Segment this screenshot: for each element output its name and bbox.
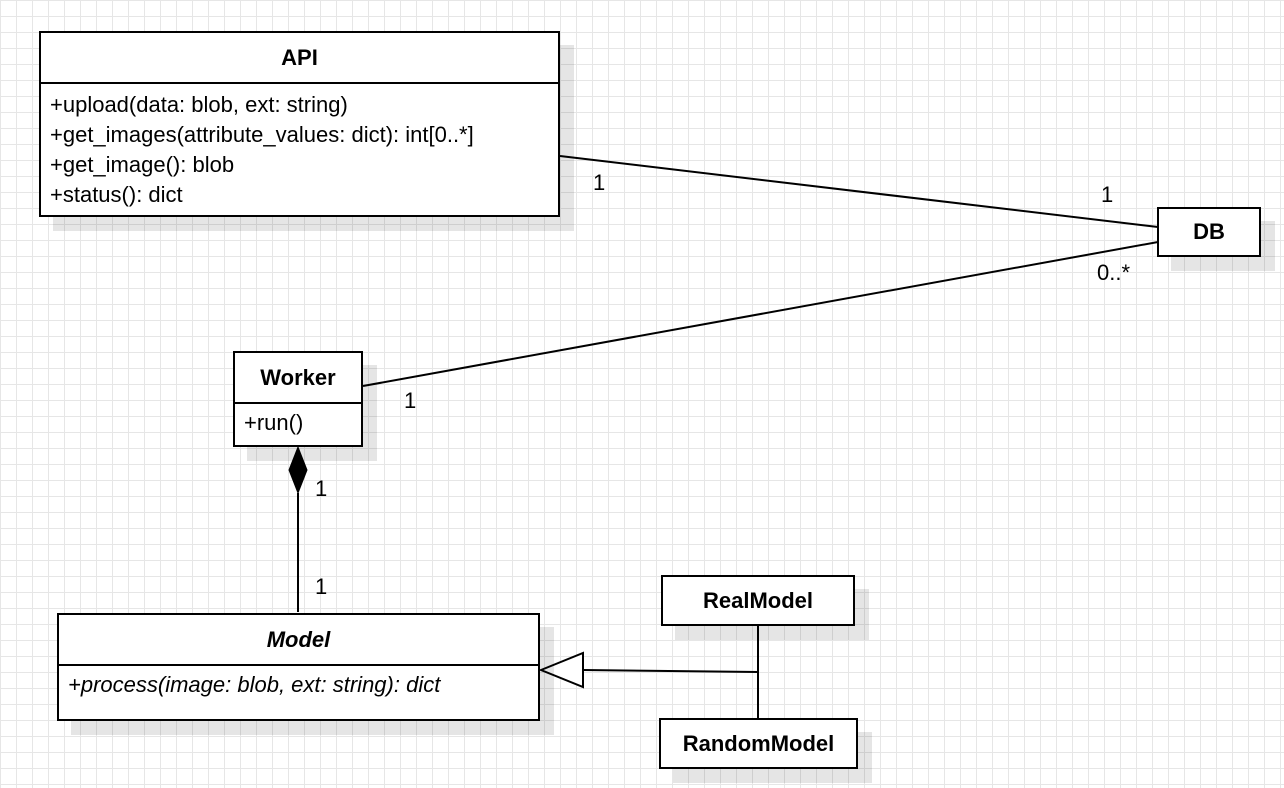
class-api[interactable]: API +upload(data: blob, ext: string) +ge…: [39, 31, 560, 217]
class-model-name: Model: [59, 615, 538, 666]
multiplicity-worker-db-side: 1: [404, 388, 417, 413]
api-operation-get-image: +get_image(): blob: [50, 152, 235, 177]
class-worker[interactable]: Worker +run(): [233, 351, 363, 447]
api-operation-get-images: +get_images(attribute_values: dict): int…: [50, 122, 474, 147]
association-api-db[interactable]: [559, 155, 1159, 228]
class-model[interactable]: Model +process(image: blob, ext: string)…: [57, 613, 540, 721]
class-realmodel-name: RealModel: [702, 587, 814, 613]
class-db-name: DB: [1193, 219, 1225, 244]
generalization-line-model[interactable]: [582, 669, 759, 673]
multiplicity-api-side: 1: [593, 170, 606, 195]
multiplicity-db-api-side: 1: [1101, 182, 1114, 207]
association-worker-db[interactable]: [362, 241, 1159, 387]
worker-operation-run: +run(): [244, 410, 304, 435]
api-operation-upload: +upload(data: blob, ext: string): [50, 92, 348, 117]
class-worker-name: Worker: [235, 353, 361, 404]
class-db[interactable]: DB: [1157, 207, 1261, 257]
class-randommodel[interactable]: RandomModel: [659, 718, 858, 769]
class-model-operations: +process(image: blob, ext: string): dict: [59, 666, 538, 700]
multiplicity-worker-composition: 1: [315, 476, 328, 501]
class-randommodel-name: RandomModel: [682, 730, 835, 756]
composition-diamond-icon: [288, 445, 308, 495]
generalization-arrowhead-icon: [538, 651, 584, 689]
multiplicity-db-worker-side: 0..*: [1097, 260, 1131, 285]
class-api-operations: +upload(data: blob, ext: string) +get_im…: [41, 84, 558, 210]
model-operation-process: +process(image: blob, ext: string): dict: [68, 672, 441, 697]
class-worker-operations: +run(): [235, 404, 361, 438]
class-api-name: API: [41, 33, 558, 84]
class-realmodel[interactable]: RealModel: [661, 575, 855, 626]
api-operation-status: +status(): dict: [50, 182, 183, 207]
multiplicity-model-composition: 1: [315, 574, 328, 599]
